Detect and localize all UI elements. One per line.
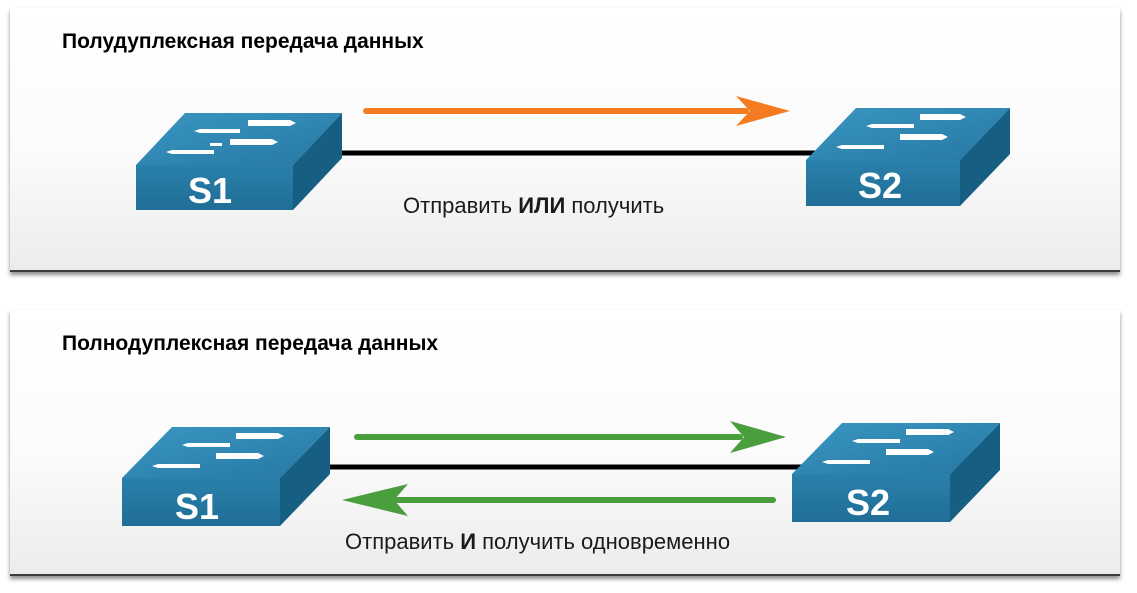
switch-s2-label: S2 [858, 165, 902, 206]
half-duplex-caption-post: получить [565, 193, 665, 218]
switch-s2-full-label: S2 [846, 482, 890, 523]
full-duplex-send-arrow [354, 421, 786, 453]
switch-s1-full-label: S1 [175, 486, 219, 527]
full-duplex-caption-post: получить одновременно [476, 529, 731, 554]
switch-s1-half: S1 [136, 113, 342, 211]
half-duplex-caption: Отправить ИЛИ получить [403, 193, 664, 219]
switch-s2-half: S2 [806, 108, 1010, 206]
switch-s2-full: S2 [792, 423, 1000, 523]
half-duplex-caption-pre: Отправить [403, 193, 519, 218]
half-duplex-caption-bold: ИЛИ [518, 193, 566, 218]
half-duplex-send-arrow [363, 96, 790, 126]
full-duplex-receive-arrow [342, 484, 776, 516]
half-duplex-title: Полудуплексная передача данных [62, 30, 424, 53]
full-duplex-caption: Отправить И получить одновременно [345, 529, 730, 555]
full-duplex-caption-pre: Отправить [345, 529, 461, 554]
full-duplex-title: Полнодуплексная передача данных [62, 332, 439, 355]
full-duplex-caption-bold: И [460, 529, 477, 554]
switch-s1-label: S1 [188, 170, 232, 211]
switch-s1-full: S1 [122, 427, 330, 527]
